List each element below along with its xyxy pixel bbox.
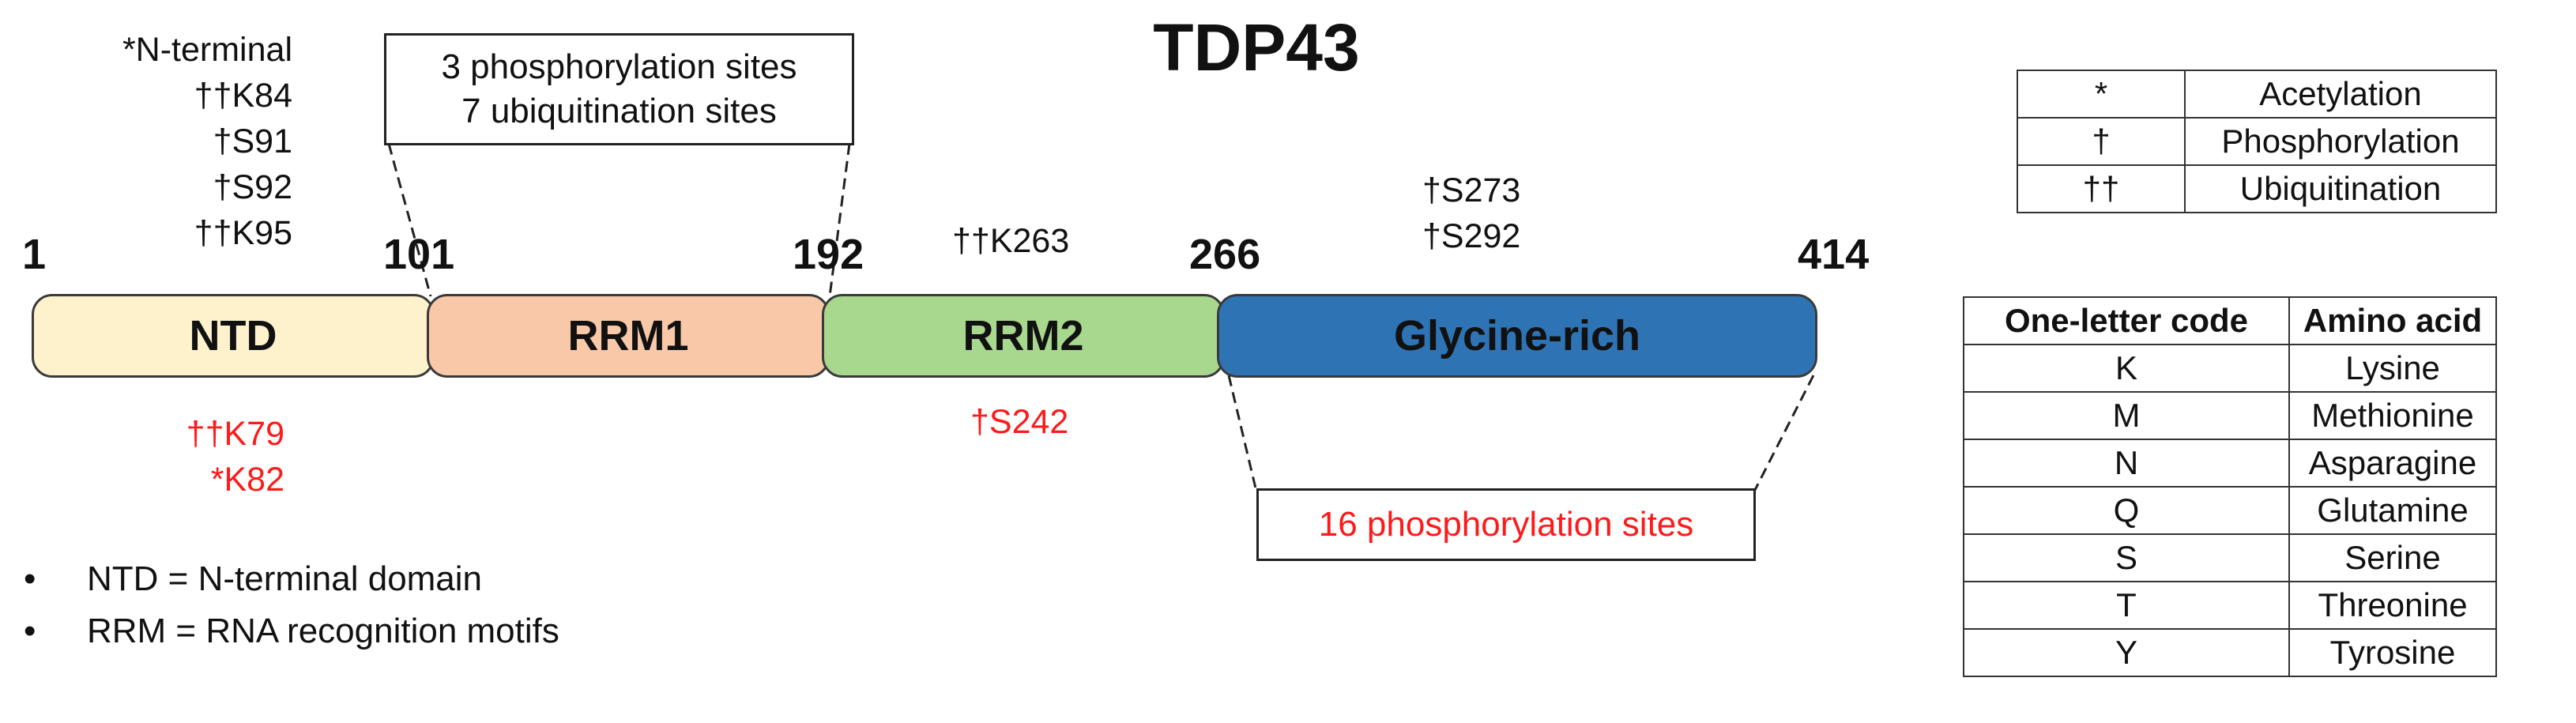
- sites-above-glycine: †S273 †S292: [1422, 168, 1520, 259]
- position-1: 1: [22, 231, 47, 278]
- table-cell: Glutamine: [2288, 486, 2497, 535]
- site-label-rrm2-below: †S242: [970, 403, 1069, 441]
- table-cell: Tyrosine: [2288, 628, 2497, 677]
- site-label: *N-terminal: [122, 31, 292, 69]
- table-cell: Methionine: [2288, 391, 2497, 440]
- legend-symbol: *: [2017, 70, 2186, 119]
- domain-label: RRM1: [567, 312, 689, 360]
- table-cell: N: [1963, 439, 2290, 488]
- column-header: Amino acid: [2288, 296, 2497, 345]
- table-cell: T: [1963, 581, 2290, 630]
- table-cell: Y: [1963, 628, 2290, 677]
- position-101: 101: [383, 231, 455, 278]
- table-cell: K: [1963, 344, 2290, 393]
- connector-line: [1753, 375, 1815, 492]
- table-cell: M: [1963, 391, 2290, 440]
- bullet-item: • NTD = N-terminal domain: [24, 553, 559, 605]
- legend-name: Phosphorylation: [2184, 117, 2497, 166]
- table-cell: Q: [1963, 486, 2290, 535]
- domain-label: NTD: [189, 312, 277, 360]
- column-header: One-letter code: [1963, 296, 2290, 345]
- table-cell: Serine: [2288, 533, 2497, 582]
- site-label: ††K84: [194, 77, 292, 115]
- modification-legend-table: * Acetylation † Phosphorylation †† Ubiqu…: [2017, 70, 2497, 213]
- callout-glycine-sites: 16 phosphorylation sites: [1256, 488, 1756, 561]
- domain-rrm2: RRM2: [822, 294, 1225, 378]
- sites-above-ntd: *N-terminal ††K84 †S91 †S92 ††K95: [47, 27, 292, 256]
- legend-name: Acetylation: [2184, 70, 2497, 119]
- domain-rrm1: RRM1: [427, 294, 830, 378]
- bullet-item: • RRM = RNA recognition motifs: [24, 605, 559, 657]
- position-266: 266: [1189, 231, 1261, 278]
- domain-glycine-rich: Glycine-rich: [1217, 294, 1817, 378]
- connector-line: [387, 143, 432, 297]
- table-row: * Acetylation: [2017, 70, 2497, 119]
- site-label: ††K79: [186, 415, 284, 453]
- table-row: † Phosphorylation: [2017, 117, 2497, 166]
- connector-line: [828, 143, 851, 297]
- table-cell: Lysine: [2288, 344, 2497, 393]
- site-label: †S273: [1422, 171, 1521, 209]
- bullet-text: NTD = N-terminal domain: [87, 559, 483, 598]
- domain-label: Glycine-rich: [1393, 312, 1641, 360]
- table-row: †† Ubiquitination: [2017, 164, 2497, 213]
- bullet-glyph: •: [24, 559, 36, 598]
- site-label: †S91: [213, 122, 292, 160]
- callout-line: 7 ubiquitination sites: [461, 92, 777, 130]
- position-414: 414: [1798, 231, 1870, 278]
- diagram-title: TDP43: [1153, 10, 1360, 85]
- site-label: †S292: [1422, 217, 1521, 255]
- site-label: †S92: [213, 168, 292, 206]
- domain-ntd: NTD: [32, 294, 435, 378]
- callout-rrm1-sites: 3 phosphorylation sites 7 ubiquitination…: [384, 33, 854, 145]
- table-header-row: One-letter code Amino acid: [1963, 296, 2497, 345]
- domain-label: RRM2: [962, 312, 1084, 360]
- bullet-text: RRM = RNA recognition motifs: [87, 612, 559, 650]
- site-label: ††K95: [194, 214, 292, 252]
- position-192: 192: [793, 231, 864, 278]
- site-label-rrm2-above: ††K263: [952, 222, 1070, 260]
- legend-name: Ubiquitination: [2184, 164, 2497, 213]
- connector-line: [1227, 375, 1258, 492]
- table-cell: Asparagine: [2288, 439, 2497, 488]
- table-cell: Threonine: [2288, 581, 2497, 630]
- callout-line: 3 phosphorylation sites: [441, 47, 797, 86]
- legend-symbol: †: [2017, 117, 2186, 166]
- table-cell: S: [1963, 533, 2290, 582]
- sites-below-ntd: ††K79 *K82: [119, 411, 284, 503]
- site-label: *K82: [210, 461, 284, 499]
- legend-symbol: ††: [2017, 164, 2186, 213]
- bullet-glyph: •: [24, 612, 36, 650]
- abbreviation-notes: • NTD = N-terminal domain • RRM = RNA reco…: [24, 553, 559, 657]
